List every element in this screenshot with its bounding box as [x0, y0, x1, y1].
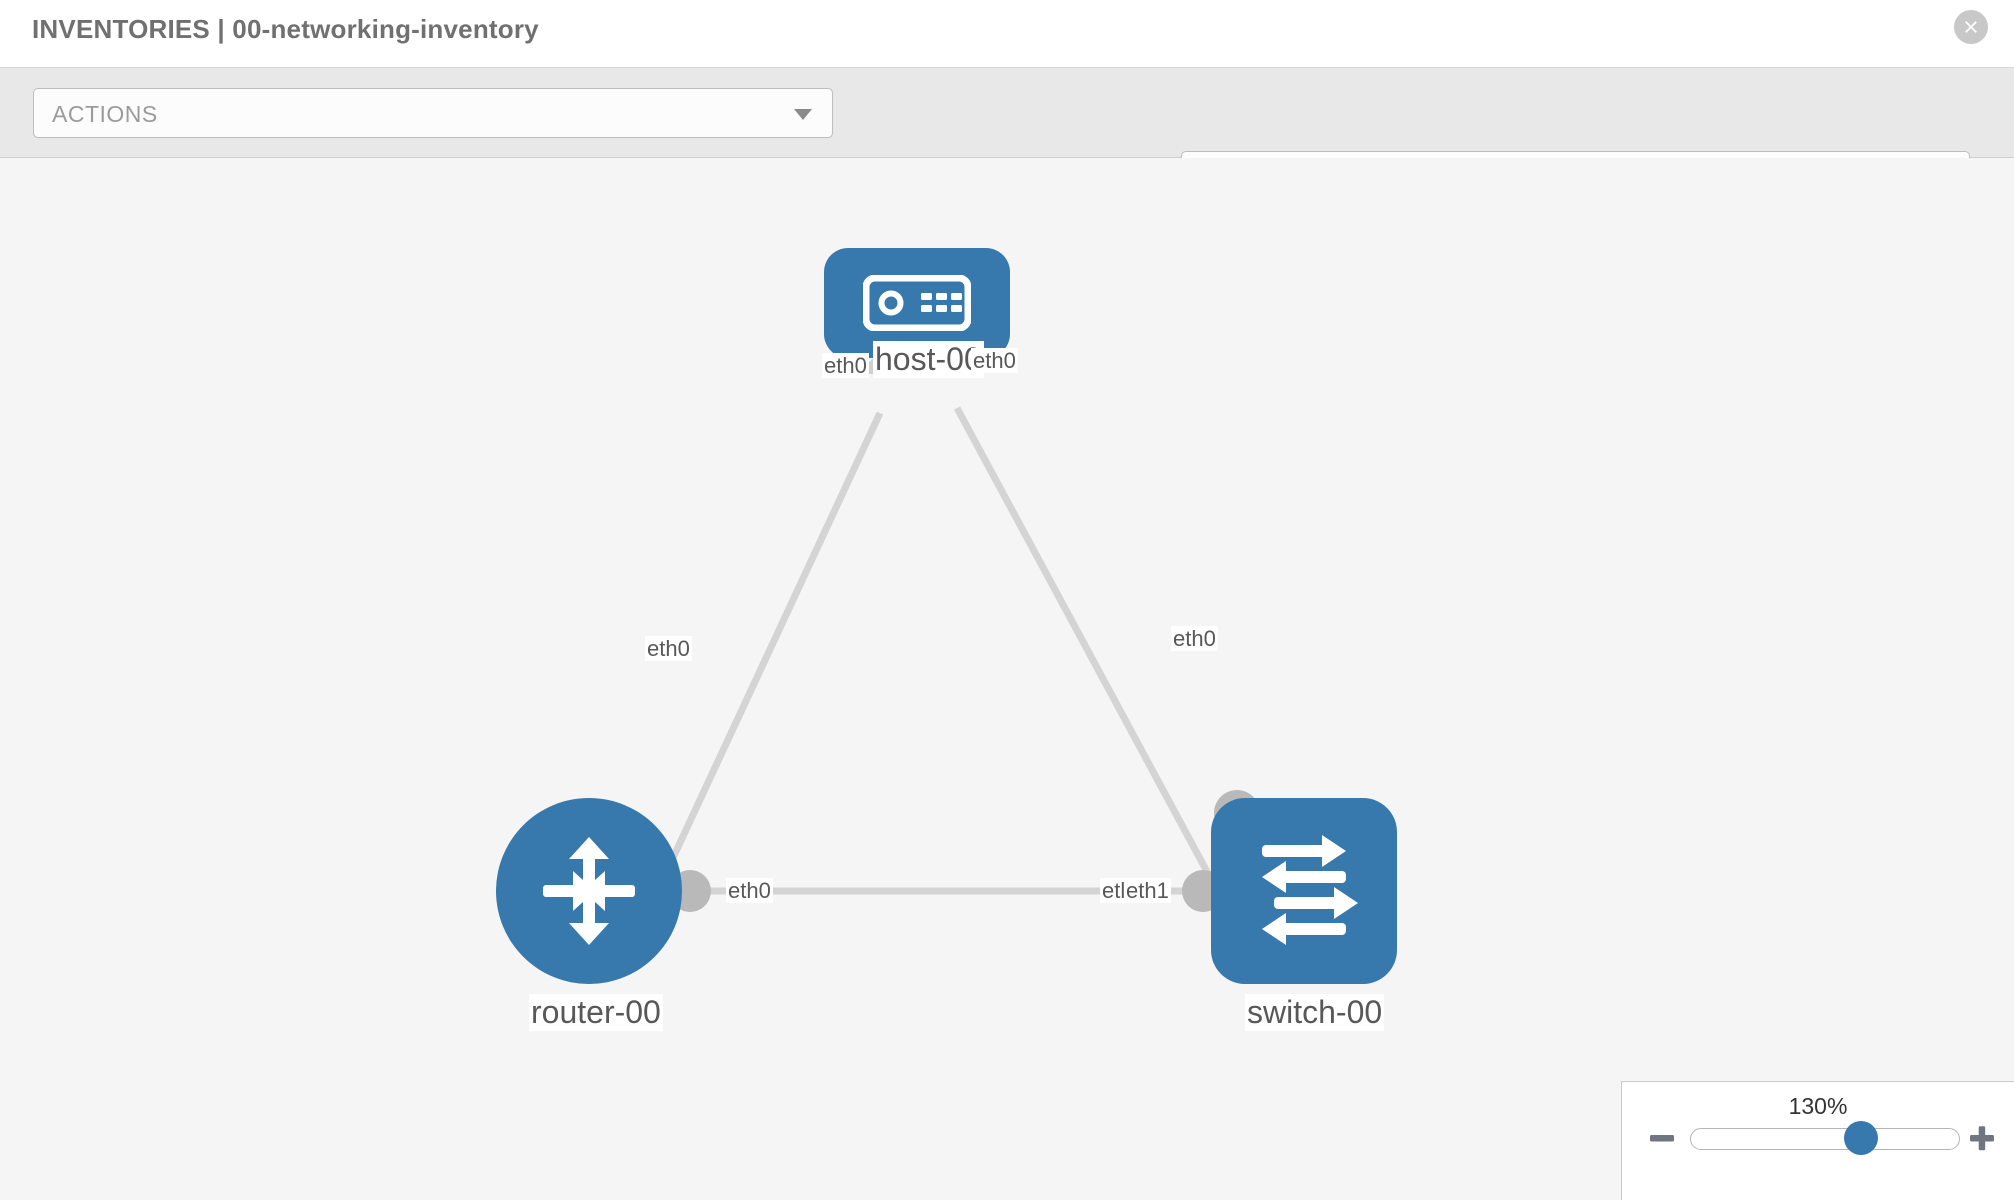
topology-canvas[interactable]: host-00 router-0	[0, 158, 2014, 1200]
page-title: INVENTORIES | 00-networking-inventory	[32, 14, 539, 44]
zoom-level-value: 130%	[1788, 1093, 1848, 1119]
actions-dropdown-label: ACTIONS	[52, 101, 158, 127]
edges	[641, 406, 1236, 920]
actions-dropdown[interactable]: ACTIONS	[33, 88, 833, 138]
topology-node-label-router-00: router-00	[529, 994, 663, 1031]
server-appliance-icon	[863, 275, 971, 331]
close-icon[interactable]	[1954, 10, 1988, 44]
plus-icon[interactable]	[1964, 1120, 2000, 1156]
zoom-slider-thumb[interactable]	[1844, 1121, 1878, 1155]
zoom-control-panel: 130%	[1621, 1081, 2014, 1200]
interface-label: eth0	[822, 353, 869, 379]
interface-label: eth0	[1171, 626, 1218, 652]
edge-host00-switch00	[953, 406, 1236, 920]
topology-node-router-00[interactable]	[496, 798, 682, 984]
chevron-down-icon	[794, 109, 812, 120]
interface-label: eth0	[971, 348, 1018, 374]
interface-label: etl	[1100, 878, 1128, 904]
interface-label: eth1	[1124, 878, 1171, 904]
toolbar: ACTIONS SEARCH	[0, 68, 2014, 201]
switch-arrows-icon	[1262, 835, 1358, 945]
topology-node-label-switch-00: switch-00	[1245, 994, 1385, 1031]
topology-node-label-host-00: host-00	[873, 341, 984, 378]
zoom-slider[interactable]	[1690, 1128, 1960, 1150]
topology-node-host-00[interactable]	[824, 248, 1010, 358]
interface-label: eth0	[645, 636, 692, 662]
interface-label: eth0	[726, 878, 773, 904]
topology-node-switch-00[interactable]	[1211, 798, 1397, 984]
edge-host00-router00	[641, 411, 884, 920]
four-way-arrows-icon	[543, 837, 635, 945]
minus-icon[interactable]	[1644, 1120, 1680, 1156]
page-header: INVENTORIES | 00-networking-inventory	[0, 0, 2014, 68]
